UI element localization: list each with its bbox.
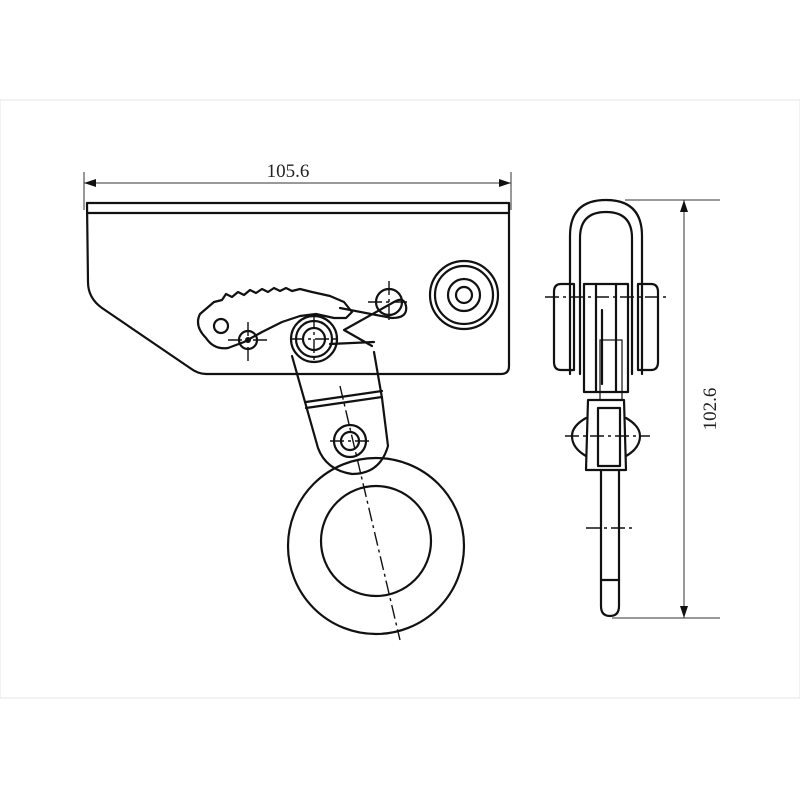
ring-centerline xyxy=(339,385,401,641)
front-view xyxy=(85,201,511,641)
main-plate xyxy=(85,201,511,376)
side-bail xyxy=(568,198,644,376)
mount-hole xyxy=(368,281,410,323)
side-ring-edge xyxy=(599,468,621,618)
roller xyxy=(428,259,500,331)
main-pivot xyxy=(289,314,340,364)
sheet-frame xyxy=(0,99,800,699)
spring xyxy=(338,298,408,348)
cam-lever xyxy=(196,286,354,350)
pivot-pin xyxy=(228,322,268,362)
height-dimension-label: 102.6 xyxy=(700,388,721,431)
width-dimension: 105.6 xyxy=(83,161,512,210)
swivel-arm xyxy=(290,350,390,476)
side-view xyxy=(545,198,667,618)
width-dimension-label: 105.6 xyxy=(267,161,310,182)
height-dimension: 102.6 xyxy=(612,199,721,619)
attachment-ring xyxy=(286,456,466,636)
swivel-bolt xyxy=(330,423,372,459)
